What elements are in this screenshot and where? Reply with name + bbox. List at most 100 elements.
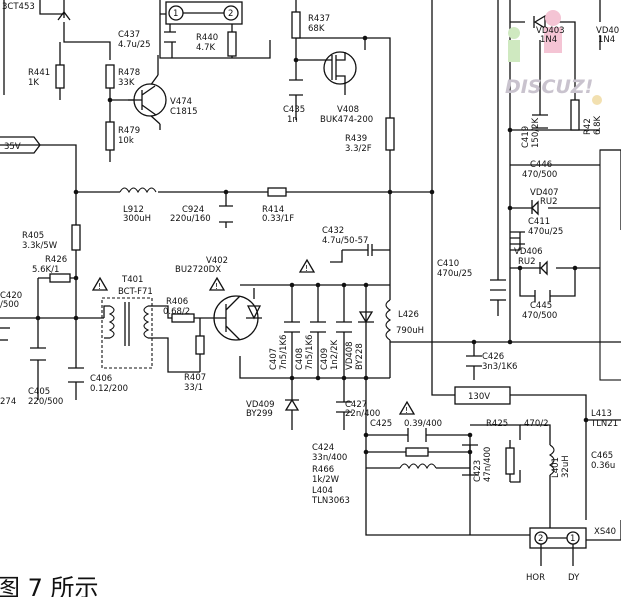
c410-val: 470u/25 <box>437 269 472 279</box>
c924-ref: C924 <box>182 205 204 215</box>
r406-resistor <box>171 313 195 323</box>
t401-val: BCT-F71 <box>118 287 153 297</box>
r441-resistor <box>55 64 65 89</box>
c465-ref: C465 <box>591 451 613 461</box>
c435-ref: C435 <box>283 105 305 115</box>
l401-value: 32uH <box>561 455 571 478</box>
c426-ref: C426 <box>482 352 504 362</box>
c446-val: 470/500 <box>522 170 557 180</box>
c437-val: 4.7u/25 <box>118 40 151 50</box>
bottom-pin-2: 2 <box>538 534 543 544</box>
vd408-value: BY228 <box>355 343 365 370</box>
watermark-logo: DISCUZ! <box>505 10 602 105</box>
c420-ref: C420 <box>0 291 22 301</box>
r405-ref: R405 <box>22 231 44 241</box>
c423-label: C423 <box>473 460 483 482</box>
r426-resistor <box>49 273 71 283</box>
r426-ref: R426 <box>45 255 67 265</box>
c407-value: 7n5/1K6 <box>279 335 289 370</box>
vd408-label: VD408 <box>345 341 355 370</box>
vd403-ref: VD403 <box>536 26 565 36</box>
top-pin-2: 2 <box>228 9 233 19</box>
q-top-label: 3CT453 <box>2 2 35 12</box>
l401-label: L401 <box>551 457 561 478</box>
c446-ref: C446 <box>530 160 552 170</box>
c406-val: 0.12/200 <box>90 384 128 394</box>
r466-resistor <box>405 447 429 457</box>
xs40-ref: XS40 <box>594 527 616 537</box>
r479-resistor <box>105 121 115 151</box>
l912-inductor <box>119 187 157 194</box>
r425-val: 470/2 <box>524 419 549 429</box>
c432-ref: C432 <box>322 226 344 236</box>
c445-ref: C445 <box>530 301 552 311</box>
r42x-label: R42 <box>583 118 593 135</box>
r407-ref: R407 <box>184 373 206 383</box>
c419-label: C419 <box>521 126 531 148</box>
figure-caption: 图 7 所示 <box>0 574 99 597</box>
c426-val: 3n3/1K6 <box>482 362 517 372</box>
l404-ref: L404 <box>312 486 333 496</box>
c425-ref: C425 <box>370 419 392 429</box>
r437-val: 68K <box>308 24 325 34</box>
l404-val: TLN3063 <box>311 496 350 506</box>
l426-inductor <box>385 299 392 341</box>
c437-ref: C437 <box>118 30 140 40</box>
r414-resistor <box>267 187 287 197</box>
r437-ref: R437 <box>308 14 330 24</box>
vd407-ref: VD407 <box>530 188 559 198</box>
t401-transformer <box>101 297 153 369</box>
watermark-text: DISCUZ! <box>505 76 593 98</box>
label-130v-box <box>454 386 511 405</box>
r42x-value: 6.8K <box>593 115 603 135</box>
c420-val: /500 <box>0 300 19 310</box>
r406-val: 0.68/2 <box>163 307 190 317</box>
warning-mark-vbus: ! <box>305 264 308 273</box>
c406-ref: C406 <box>90 374 112 384</box>
top-connector <box>165 1 243 25</box>
vd407-val: RU2 <box>540 197 558 207</box>
vd409-ref: VD409 <box>246 400 275 410</box>
c405-ref: C405 <box>28 387 50 397</box>
c409-label: C409 <box>320 348 330 370</box>
r405-resistor <box>71 224 81 251</box>
c410-ref: C410 <box>437 259 459 269</box>
r478-resistor <box>105 64 115 89</box>
r425-ref: R425 <box>486 419 508 429</box>
r407-resistor <box>195 335 205 355</box>
c405-val: 220/500 <box>28 397 63 407</box>
c408-label: C408 <box>295 348 305 370</box>
c435-val: 1n <box>287 115 298 125</box>
r407-val: 33/1 <box>184 383 203 393</box>
v402-val: BU2720DX <box>175 265 221 275</box>
capacitor-symbols <box>0 31 551 476</box>
l912-val: 300uH <box>123 214 151 224</box>
l413-val: TLN21 <box>590 419 618 429</box>
c409-value: 1n2/2K <box>330 340 340 370</box>
l912-ref: L912 <box>123 205 144 215</box>
r414-val: 0.33/1F <box>262 214 294 224</box>
r439-val: 3.3/2F <box>345 144 372 154</box>
v402-ref: V402 <box>206 256 228 266</box>
r440-val: 4.7K <box>196 43 216 53</box>
vd409-val: BY299 <box>246 409 273 419</box>
c427-ref: C427 <box>345 400 367 410</box>
r479-ref: R479 <box>118 126 140 136</box>
r441-val: 1K <box>28 78 39 88</box>
r441-ref: R441 <box>28 68 50 78</box>
r440-ref: R440 <box>196 33 218 43</box>
c419-value: 150/2K <box>531 118 541 148</box>
right-module-box <box>599 149 621 381</box>
c427-val: 22n/400 <box>345 409 380 419</box>
r405-val: 3.3k/5W <box>22 241 58 251</box>
warning-mark-t401: ! <box>98 282 101 291</box>
v408-ref: V408 <box>337 105 359 115</box>
c924-val: 220u/160 <box>170 214 211 224</box>
c465-val: 0.36u <box>591 461 615 471</box>
label-dy: DY <box>568 573 580 583</box>
l401-inductor <box>548 444 555 476</box>
l413-ref: L413 <box>591 409 612 419</box>
c424-val: 33n/400 <box>312 453 347 463</box>
r478-ref: R478 <box>118 68 140 78</box>
r439-ref: R439 <box>345 134 367 144</box>
